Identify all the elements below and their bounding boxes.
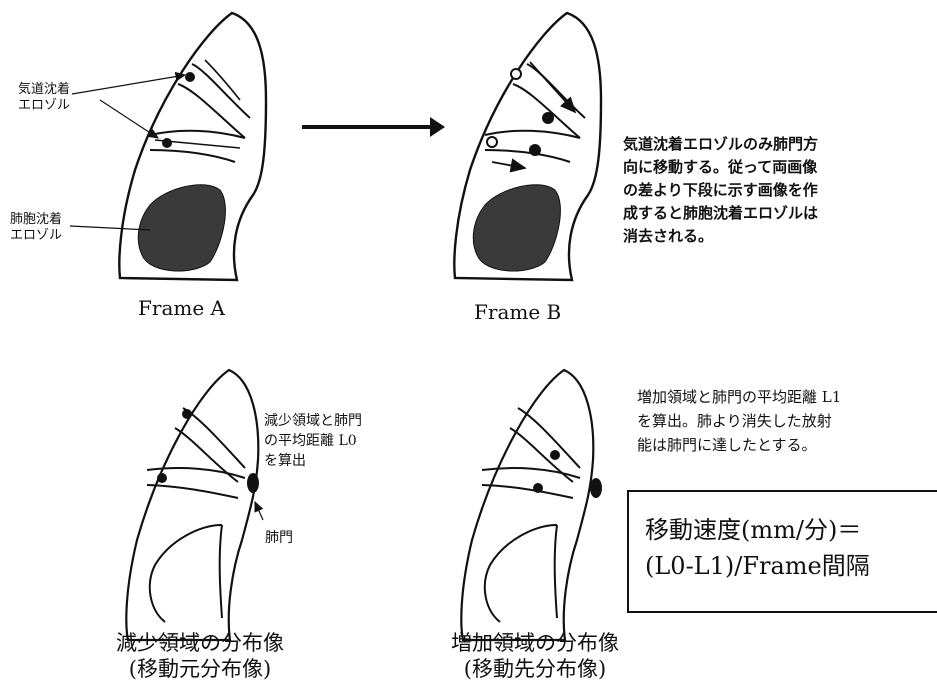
alveolar-deposit-label: 肺胞沈着 エロゾル — [10, 212, 62, 244]
decrease-lung — [126, 370, 259, 640]
frame-a-lung — [119, 13, 266, 280]
description-top: 気道沈着エロゾルのみ肺門方 向に移動する。従って両画像 の差より下段に示す画像を… — [623, 133, 818, 248]
airway-leader-line — [100, 100, 158, 138]
hilum-label: 肺門 — [265, 528, 293, 548]
increase-lung — [461, 370, 602, 640]
hilum-marker — [247, 473, 259, 493]
airway-leader-line — [72, 75, 185, 94]
hilum-pointer — [255, 502, 263, 520]
airway-dot — [162, 138, 172, 148]
frame-arrow-head — [430, 117, 445, 137]
frame-b-caption: Frame B — [474, 300, 561, 324]
increase-distance-text: 増加領域と肺門の平均距離 L1 を算出。肺より消失した放射 能は肺門に達したとす… — [637, 385, 841, 457]
airway-deposit-label: 気道沈着 エロゾル — [18, 82, 70, 114]
increase-caption: 増加領域の分布像 (移動先分布像) — [420, 630, 650, 682]
decrease-caption: 減少領域の分布像 (移動元分布像) — [85, 630, 315, 682]
alveolar-deposit-blob — [138, 185, 225, 271]
formula-text: 移動速度(mm/分)＝ (L0-L1)/Frame間隔 — [645, 512, 870, 584]
frame-a-caption: Frame A — [138, 296, 225, 320]
alveolar-leader-line — [70, 226, 150, 230]
decrease-distance-text: 減少領域と肺門 の平均距離 L0 を算出 — [264, 411, 362, 471]
frame-b-lung — [454, 13, 601, 280]
airway-dot — [185, 72, 195, 82]
